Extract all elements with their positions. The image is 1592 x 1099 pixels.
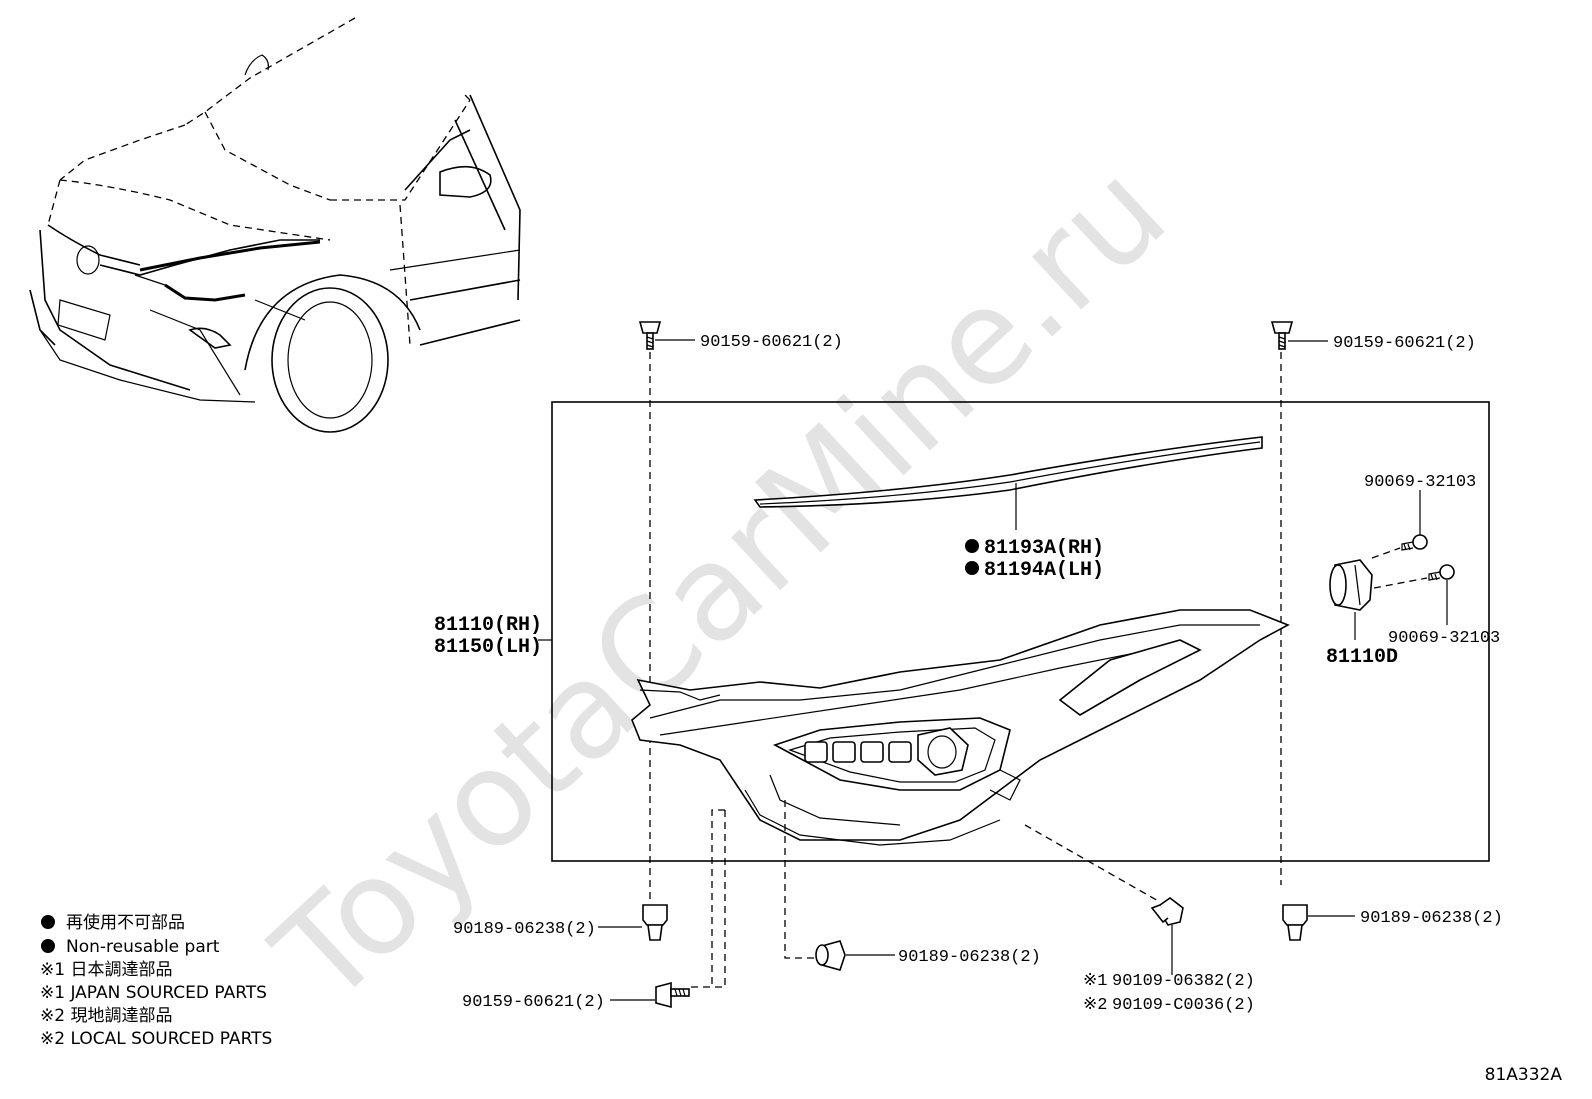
callout-screw-japan: 90109-06382(2) [1112, 972, 1255, 991]
car-overview-illustration [29, 17, 521, 433]
legend-japan-en: ※1 JAPAN SOURCED PARTS [40, 983, 267, 1003]
bolt-bottom-left-icon [655, 981, 690, 1009]
screw-upper-icon [1401, 534, 1428, 551]
callout-nut-right: 90189-06238(2) [1360, 909, 1503, 928]
headlamp-assembly-icon [631, 609, 1290, 846]
mark-1: ※1 [1083, 972, 1107, 991]
legend-nonreusable-jp: 再使用不可部品 [66, 912, 185, 933]
legend: 再使用不可部品 Non-reusable part ※1 日本調達部品 ※1 J… [40, 912, 272, 1049]
callout-molding-lh: 81194A(LH) [984, 559, 1104, 582]
screw-japan-local-icon [1150, 897, 1184, 926]
filled-circle-icon [41, 939, 55, 953]
callout-socket: 81110D [1326, 646, 1398, 669]
watermark: ToyotaCarMine.ru [246, 134, 1195, 1034]
nut-center-icon [815, 940, 846, 971]
legend-local-en: ※2 LOCAL SOURCED PARTS [40, 1029, 272, 1049]
filled-circle-icon [965, 561, 979, 575]
legend-nonreusable-en: Non-reusable part [66, 937, 220, 957]
diagram-code: 81A332A [1485, 1065, 1563, 1085]
legend-japan-jp: ※1 日本調達部品 [40, 960, 172, 980]
callout-bolt-top-left: 90159-60621(2) [700, 333, 843, 352]
filled-circle-icon [41, 915, 55, 929]
callout-molding-rh: 81193A(RH) [984, 537, 1104, 560]
callout-nut-center: 90189-06238(2) [898, 948, 1041, 967]
filled-circle-icon [965, 539, 979, 553]
bolt-top-left-icon [638, 321, 662, 350]
screw-lower-icon [1428, 564, 1455, 581]
legend-local-jp: ※2 現地調達部品 [40, 1006, 172, 1026]
mark-2: ※2 [1083, 996, 1107, 1015]
nut-left-icon [642, 904, 668, 941]
callout-screw-lower: 90069-32103 [1388, 629, 1500, 648]
bolt-top-right-icon [1270, 321, 1294, 350]
callout-headlamp-lh: 81150(LH) [434, 636, 542, 659]
bulb-socket-icon [1329, 559, 1373, 611]
nut-right-icon [1282, 904, 1308, 941]
molding-strip-icon [753, 436, 1263, 508]
headlamp-assembly-box [551, 401, 1490, 862]
callout-bolt-bottom-left: 90159-60621(2) [462, 993, 605, 1012]
callout-screw-local: 90109-C0036(2) [1112, 996, 1255, 1015]
callout-screw-upper: 90069-32103 [1364, 473, 1476, 492]
callout-nut-left: 90189-06238(2) [453, 920, 596, 939]
callout-bolt-top-right: 90159-60621(2) [1333, 334, 1476, 353]
callout-headlamp-rh: 81110(RH) [434, 614, 542, 637]
